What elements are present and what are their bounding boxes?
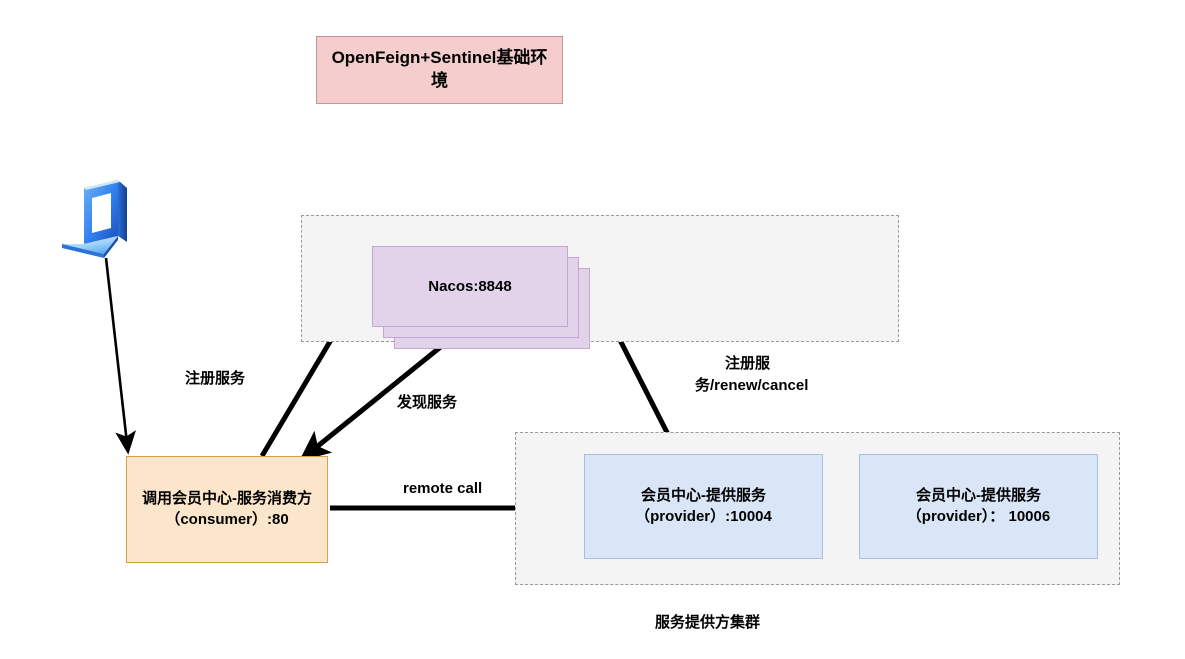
provider-label-line2: （provider）:10004 <box>635 507 772 525</box>
edge-laptop-to-consumer <box>104 257 136 455</box>
nacos-label: Nacos:8848 <box>428 278 512 295</box>
edge-label-discover: 发现服务 <box>397 394 458 411</box>
provider-node-10004[interactable]: 会员中心-提供服务 （provider）:10004 <box>584 454 823 559</box>
consumer-node[interactable]: 调用会员中心-服务消费方 （consumer）:80 <box>126 456 328 563</box>
provider-label-line1: 会员中心-提供服务 <box>641 487 766 505</box>
provider-label-line2: （provider）： 10006 <box>906 507 1051 525</box>
edge-label-renew: 注册服务/renew/cancel <box>695 355 809 394</box>
laptop-icon <box>54 168 150 268</box>
consumer-label-line1: 调用会员中心-服务消费方 <box>142 490 312 508</box>
edge-label-remote-call: remote call <box>403 480 483 497</box>
edge-label-register: 注册服务 <box>185 370 246 387</box>
provider-node-10006[interactable]: 会员中心-提供服务 （provider）： 10006 <box>859 454 1098 559</box>
consumer-label-line2: （consumer）:80 <box>165 510 289 528</box>
nacos-node[interactable]: Nacos:8848 <box>372 246 568 327</box>
provider-label-line1: 会员中心-提供服务 <box>916 487 1041 505</box>
provider-cluster-caption: 服务提供方集群 <box>655 614 761 631</box>
laptop-icon-svg <box>62 180 127 258</box>
page-title: OpenFeign+Sentinel基础环境 <box>316 36 563 104</box>
